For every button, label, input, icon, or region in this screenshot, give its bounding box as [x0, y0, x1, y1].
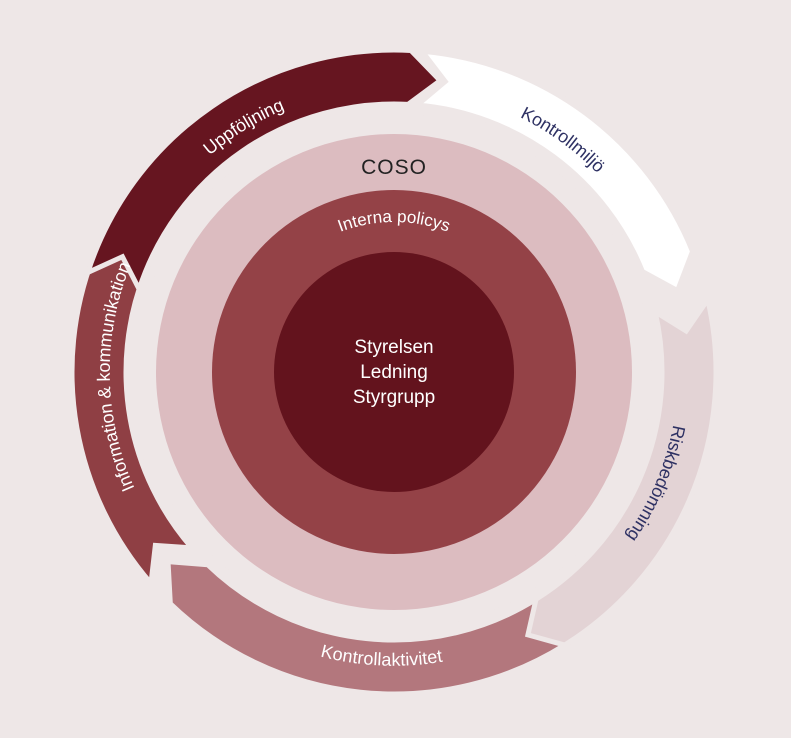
core-text: Styrelsen Ledning Styrgrupp: [353, 337, 435, 408]
core-line-styrgrupp: Styrgrupp: [353, 387, 435, 408]
coso-label: COSO: [361, 156, 427, 179]
seg-kontrollmiljo: [411, 48, 696, 295]
core-line-ledning: Ledning: [360, 362, 428, 383]
seg-uppfoljning: [83, 47, 444, 296]
seg-kontrollaktivitet: [165, 558, 571, 697]
core-circle: [274, 252, 514, 492]
core-line-styrelsen: Styrelsen: [354, 337, 433, 358]
